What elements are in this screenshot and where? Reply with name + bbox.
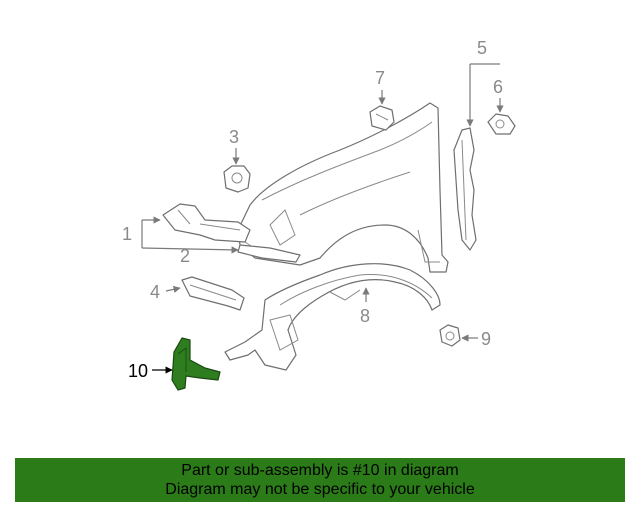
bracket-part-10-highlighted[interactable] (171, 337, 221, 391)
callout-1: 1 (122, 224, 132, 244)
clip-part-9 (439, 324, 461, 347)
callout-9: 9 (481, 329, 491, 349)
info-banner: Part or sub-assembly is #10 in diagram D… (15, 458, 625, 502)
bracket-part-1 (162, 203, 251, 243)
callout-4: 4 (150, 282, 160, 302)
callout-7: 7 (375, 68, 385, 88)
clip-part-3 (223, 165, 251, 193)
fender-liner-part-8 (224, 263, 441, 371)
clip-part-6 (487, 113, 516, 135)
callout-5: 5 (477, 38, 487, 58)
banner-line-2: Diagram may not be specific to your vehi… (165, 481, 475, 498)
banner-line-1: Part or sub-assembly is #10 in diagram (181, 462, 459, 479)
seal-part-5 (453, 127, 477, 251)
callout-6: 6 (493, 77, 503, 97)
callout-10: 10 (128, 361, 148, 381)
callout-2: 2 (180, 246, 190, 266)
leader-lines (141, 63, 504, 374)
fender-panel (237, 102, 449, 273)
parts-diagram: 1 2 3 4 5 6 7 8 9 10 (122, 38, 516, 391)
bracket-part-4 (181, 276, 245, 311)
callout-3: 3 (229, 127, 239, 147)
clip-part-7 (369, 105, 395, 131)
callout-8: 8 (360, 306, 370, 326)
